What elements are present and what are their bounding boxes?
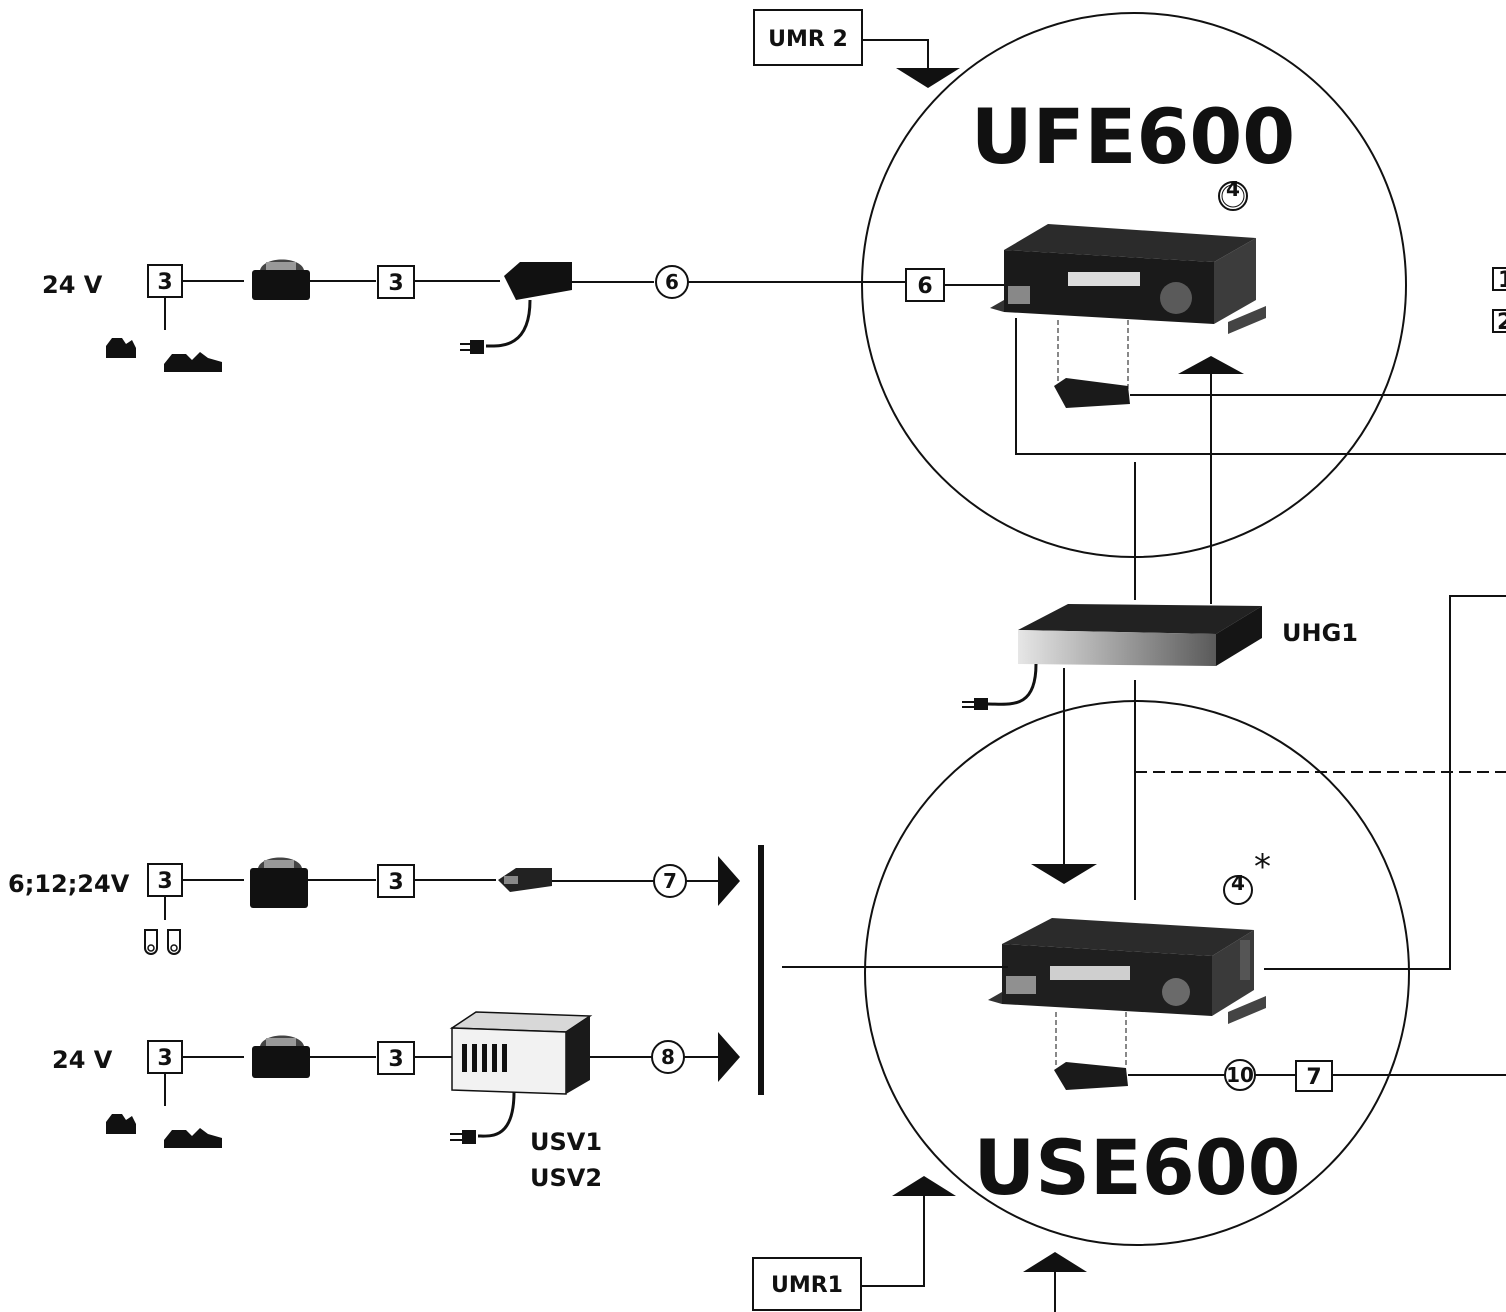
row1-box-3b: 3 (377, 265, 415, 299)
circle-4-top: 4 (1226, 177, 1240, 201)
usv-power-supply (449, 1011, 593, 1144)
svg-text:3: 3 (388, 1047, 403, 1072)
svg-text:10: 10 (1226, 1063, 1254, 1087)
umr2-arrow (896, 68, 960, 88)
uhg-down-arrow (1031, 864, 1097, 884)
row2-arrow (718, 856, 740, 906)
right-loop-line (1264, 595, 1506, 970)
row3-box-3a: 3 (147, 1040, 183, 1074)
row3-box-3b: 3 (377, 1041, 415, 1075)
row1-box-3a: 3 (147, 264, 183, 298)
use600-title: USE600 (973, 1123, 1300, 1212)
ufe600-title: UFE600 (971, 92, 1295, 181)
box-6: 6 (905, 268, 945, 302)
umr1-label: UMR1 (771, 1273, 843, 1298)
circle-4-top-ring (1218, 181, 1248, 211)
svg-text:8: 8 (661, 1045, 675, 1069)
circle-4-bottom-ring (1223, 875, 1253, 905)
umr1-box: UMR1 (752, 1257, 862, 1311)
svg-text:3: 3 (157, 270, 172, 295)
ufe-up-arrow (1178, 356, 1244, 374)
row3-battery (252, 1035, 310, 1078)
umr1-arrow (892, 1176, 956, 1196)
svg-text:7: 7 (663, 869, 677, 893)
svg-text:7: 7 (1306, 1065, 1321, 1090)
row2-battery (250, 857, 308, 908)
svg-text:2: 2 (1497, 310, 1506, 335)
box-7: 7 (1295, 1060, 1333, 1092)
umr1-connector (861, 1196, 925, 1287)
asterisk-mark: * (1254, 847, 1271, 887)
row3-arrow (718, 1032, 740, 1082)
box-1-partial: 1 (1492, 267, 1506, 293)
uhg1-label: UHG1 (1282, 619, 1358, 647)
svg-text:3: 3 (388, 271, 403, 296)
umr2-box: UMR 2 (753, 9, 863, 66)
svg-text:6: 6 (917, 274, 932, 299)
svg-text:1: 1 (1498, 268, 1506, 293)
row2-voltage: 6;12;24V (8, 870, 130, 898)
row2-adapter (498, 868, 552, 892)
circle-4-bottom: 4 (1231, 871, 1245, 895)
svg-text:6: 6 (665, 270, 679, 294)
row1-voltage: 24 V (42, 271, 103, 299)
row1-car-icons (106, 338, 222, 372)
row2-box-3b: 3 (377, 864, 415, 898)
svg-text:3: 3 (157, 1046, 172, 1071)
bottom-up-arrow (1023, 1252, 1087, 1272)
row2-clamp-icons (144, 929, 181, 955)
use600-circle (864, 700, 1410, 1246)
ufe600-device (990, 224, 1266, 334)
svg-text:3: 3 (157, 869, 172, 894)
umr2-connector (862, 39, 929, 68)
row3-voltage: 24 V (52, 1046, 113, 1074)
use600-handset (1054, 1012, 1128, 1090)
row1-charger (460, 262, 572, 354)
svg-text:3: 3 (388, 870, 403, 895)
box-2-partial: 2 (1492, 309, 1506, 335)
ufe-side-line (1015, 318, 1506, 455)
row3-car-icons (106, 1114, 222, 1148)
usv-label-1: USV1 (530, 1128, 602, 1156)
ufe600-handset (1054, 320, 1130, 408)
usv-label-2: USV2 (530, 1164, 602, 1192)
uhg1-device (962, 604, 1262, 710)
use600-device (988, 918, 1266, 1024)
row1-battery (252, 259, 310, 300)
row2-box-3a: 3 (147, 863, 183, 897)
umr2-label: UMR 2 (768, 27, 848, 52)
